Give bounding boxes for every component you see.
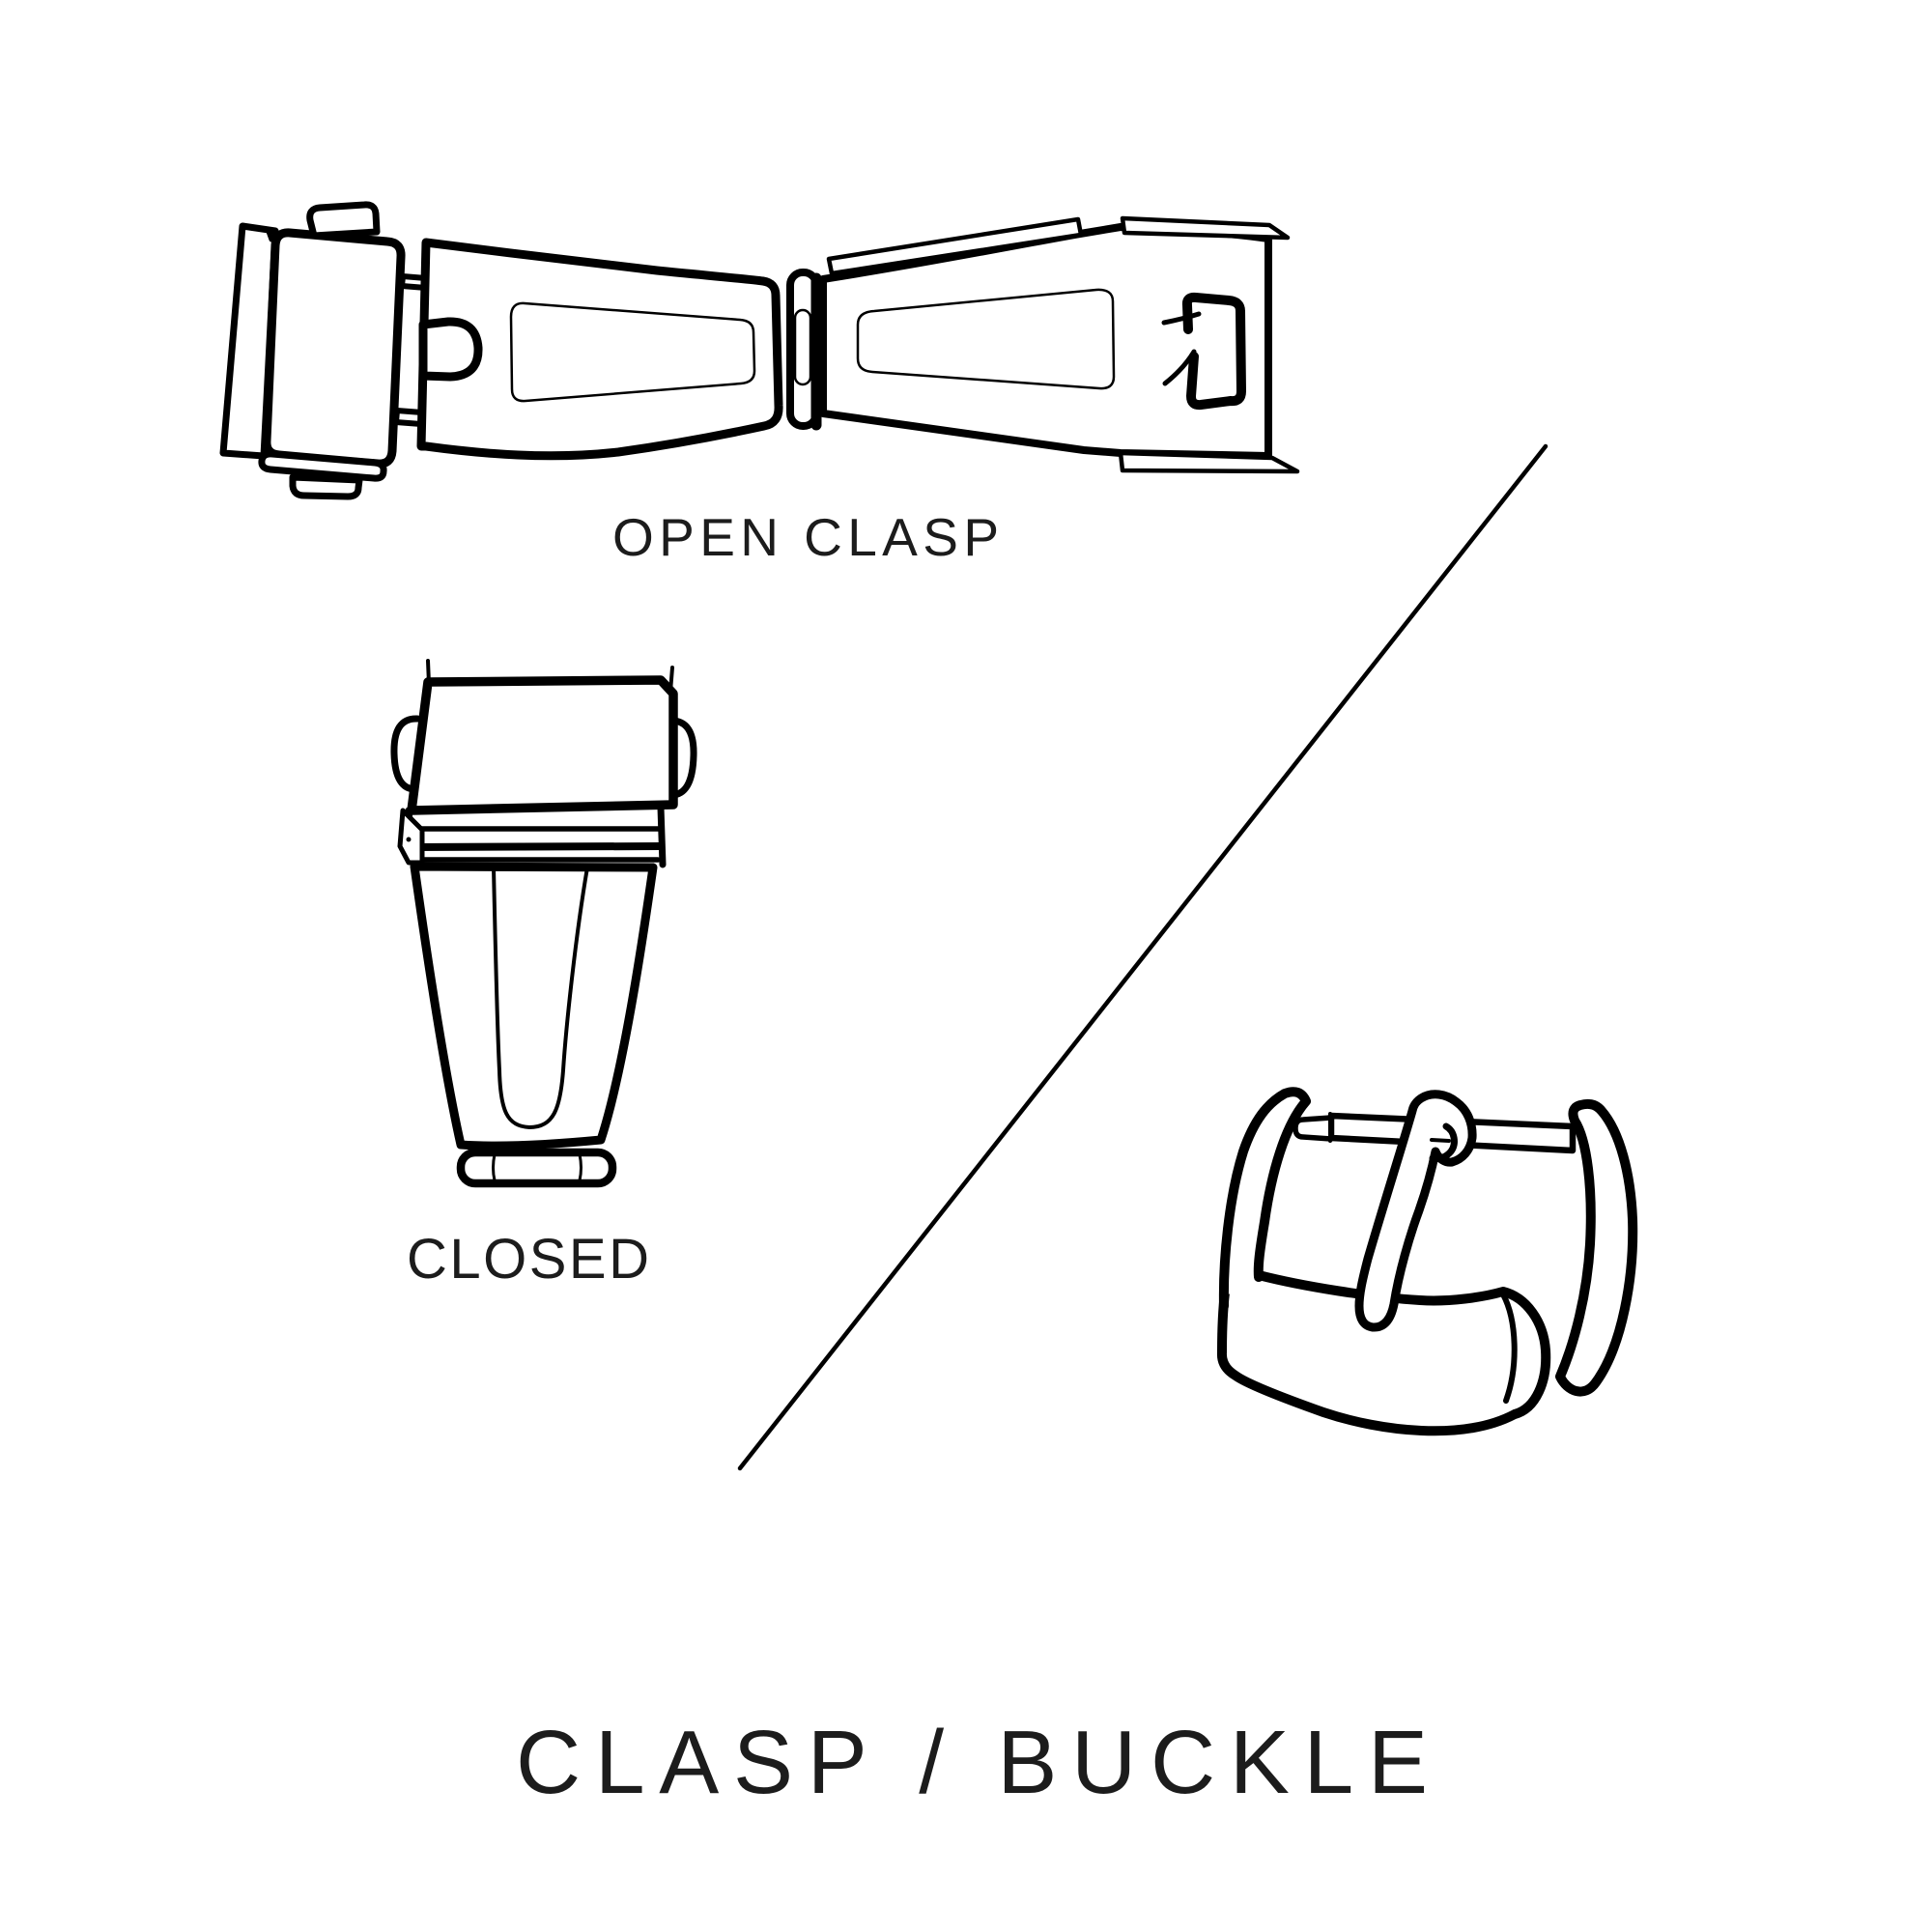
svg-text:OPEN CLASP: OPEN CLASP — [612, 507, 999, 567]
svg-text:CLASP / BUCKLE: CLASP / BUCKLE — [516, 1712, 1428, 1812]
